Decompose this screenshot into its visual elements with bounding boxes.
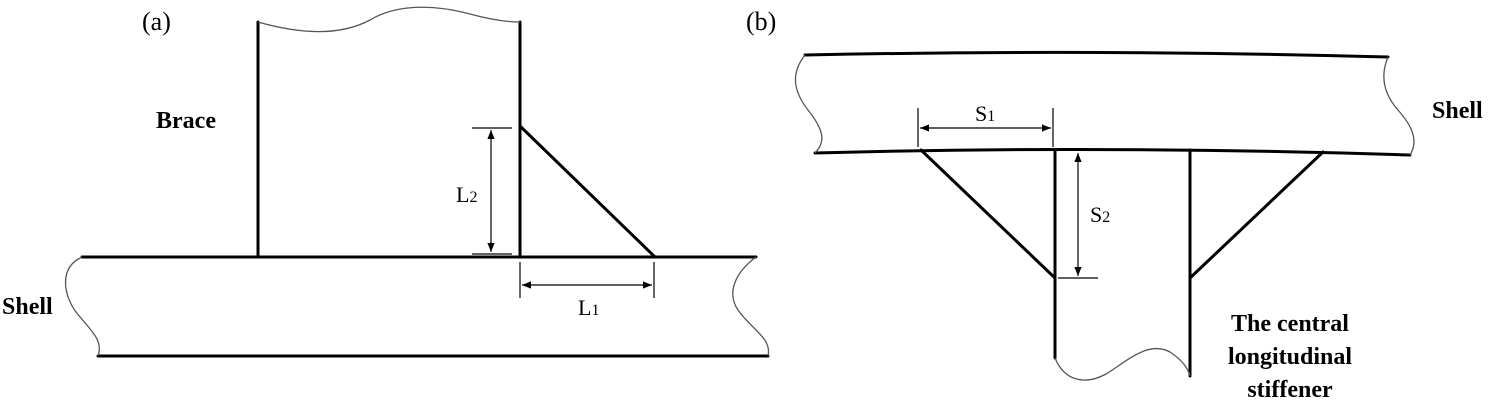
brace-top-break xyxy=(257,6,521,33)
stiffener-label: The central longitudinal stiffener xyxy=(1228,311,1352,403)
shell-a-right-break xyxy=(732,256,770,357)
svg-text:The central: The central xyxy=(1231,311,1349,337)
brace-label: Brace xyxy=(156,108,216,134)
stiffener-bottom-break xyxy=(1054,347,1191,381)
dimension-l2: L2 xyxy=(456,127,512,255)
panel-b: (b) S1 S2 Shell xyxy=(746,7,1483,403)
dimension-l1: L1 xyxy=(519,262,655,320)
shell-a-label: Shell xyxy=(2,294,53,320)
gusset-a-hypotenuse xyxy=(518,124,657,259)
label-s1: S1 xyxy=(975,101,995,126)
shell-a-left-break xyxy=(65,256,101,357)
dimension-s2: S2 xyxy=(1058,153,1110,279)
shell-b-left-break xyxy=(794,54,823,154)
label-l1: L1 xyxy=(578,295,599,320)
shell-b-top-edge xyxy=(803,50,1390,59)
shell-plate-a xyxy=(65,255,770,358)
brace xyxy=(256,6,522,259)
svg-text:longitudinal: longitudinal xyxy=(1228,344,1352,370)
label-l2: L2 xyxy=(456,182,477,207)
panel-b-label: (b) xyxy=(746,7,776,36)
label-s2: S2 xyxy=(1090,202,1110,227)
shell-b-right-break xyxy=(1383,56,1415,156)
gusset-b-left xyxy=(919,148,1057,280)
shell-plate-b xyxy=(794,50,1415,157)
panel-a-label: (a) xyxy=(142,7,171,36)
shell-b-label: Shell xyxy=(1432,98,1483,124)
panel-a: (a) L2 L1 Brace xyxy=(2,6,770,358)
central-stiffener xyxy=(1053,148,1192,381)
gusset-b-right xyxy=(1188,150,1325,280)
dimension-s1: S1 xyxy=(917,101,1054,147)
svg-text:stiffener: stiffener xyxy=(1247,377,1333,403)
